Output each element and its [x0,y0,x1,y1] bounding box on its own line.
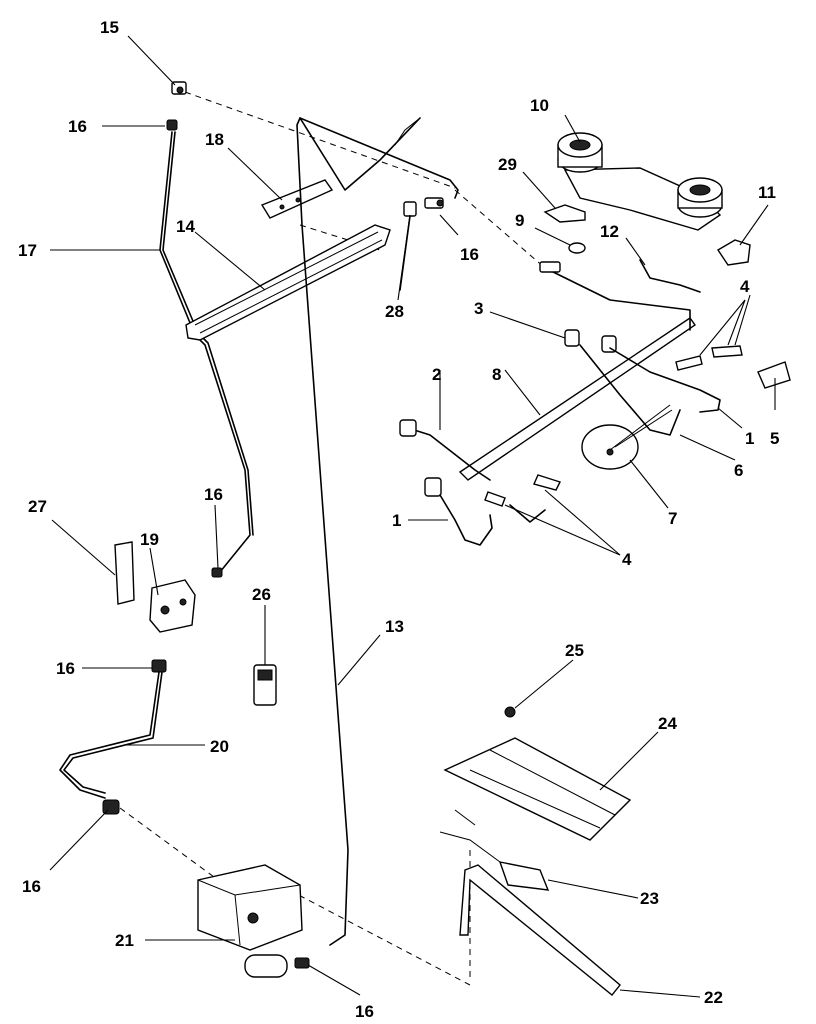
callout-28: 28 [385,302,404,321]
part-17-tube [159,131,251,573]
callout-10: 10 [530,96,549,115]
callout-17: 17 [18,241,37,260]
callout-3: 3 [474,299,483,318]
callout-14: 14 [176,217,195,236]
part-16-nut-mid [211,567,223,578]
part-21-valve [197,864,310,978]
part-12-wire [639,259,701,293]
part-7-disc [581,404,673,470]
alignment-line-top-right [454,189,546,269]
part-20-tube [59,671,160,799]
part-1-tube-right [609,347,721,413]
callout-24: 24 [658,714,677,733]
part-2-tube [407,427,491,481]
part-13-tube [296,117,421,946]
callout-29: 29 [498,155,517,174]
callout-20: 20 [210,737,229,756]
callout-11: 11 [758,183,776,202]
callout-1-right: 1 [745,429,754,448]
callout-9: 9 [515,211,524,230]
callout-19: 19 [140,530,159,549]
callout-7: 7 [668,509,677,528]
part-1-tube-lower [424,477,546,546]
part-13-tube-top [299,117,459,199]
part-29-bracket [543,204,586,223]
part-9-washer [568,242,586,254]
callout-16-bottom: 16 [355,1002,374,1021]
part-6-tube [579,344,681,436]
part-5-bracket [757,361,791,389]
callout-16-mid: 16 [204,485,223,504]
part-23-igniter [439,809,550,891]
callout-16-valve: 16 [460,245,479,264]
part-2-valve [399,419,417,437]
callout-8: 8 [492,365,501,384]
part-25-screw [504,706,516,718]
part-16-nut-left [151,659,167,673]
part-14-burner [185,224,391,341]
callout-22: 22 [704,988,723,1007]
part-18-bracket [260,179,334,219]
part-27-bracket [114,541,135,605]
callout-16-top: 16 [68,117,87,136]
part-4-fittings [484,345,743,507]
callout-4-top: 4 [740,277,750,296]
callout-5: 5 [770,429,779,448]
part-11-clip [717,239,751,266]
part-13-wire [394,117,421,146]
callout-4-bottom: 4 [622,550,632,569]
callout-2: 2 [432,365,441,384]
part-3-valve [564,329,617,353]
leader-lines [49,35,776,998]
part-26-igniter [253,664,277,706]
callout-27: 27 [28,497,47,516]
callout-15: 15 [100,18,119,37]
callout-18: 18 [205,130,224,149]
part-16-nut-top [166,119,178,131]
alignment-line-bottom [269,879,471,986]
part-8-manifold [458,261,696,481]
callout-12: 12 [600,222,619,241]
callout-13: 13 [385,617,404,636]
callout-23: 23 [640,889,659,908]
alignment-line-top [184,91,456,189]
part-20-tube-inner [63,671,163,794]
callout-25: 25 [565,641,584,660]
part-19-thermostat [149,579,196,633]
callout-labels: 15 16 18 14 17 16 28 10 29 9 11 12 4 3 2… [18,18,779,1021]
callout-6: 6 [734,461,743,480]
part-24-baffle [443,737,632,841]
callout-16-left: 16 [56,659,75,678]
alignment-line-bottom-left [119,807,226,886]
callout-16-lower: 16 [22,877,41,896]
callout-21: 21 [115,931,134,950]
callout-1-left: 1 [392,511,401,530]
part-22-burner [459,864,621,996]
part-15-fitting [171,81,187,95]
part-10-burner-base [557,132,723,231]
callout-26: 26 [252,585,271,604]
